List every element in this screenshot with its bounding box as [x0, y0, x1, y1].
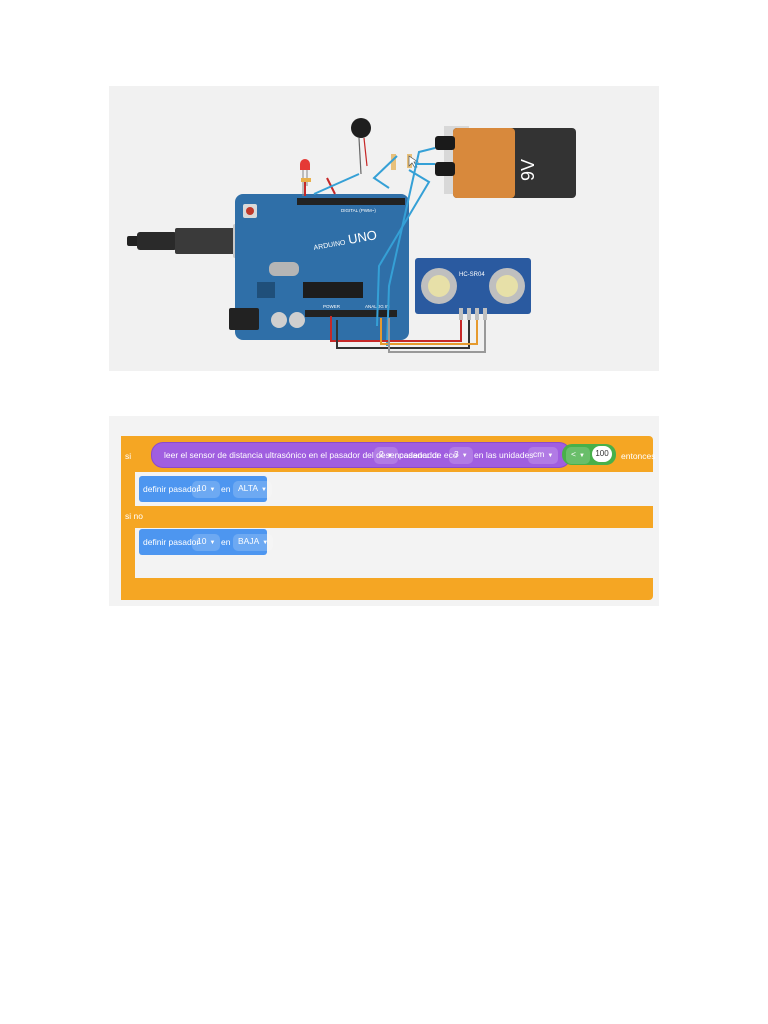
then-label: entonces [621, 451, 656, 461]
chevron-down-icon: ▼ [461, 453, 468, 459]
chevron-down-icon: ▼ [209, 540, 216, 546]
units-dropdown[interactable]: cm▼ [528, 447, 559, 464]
ultrasonic-sensor[interactable]: HC-SR04 [415, 258, 531, 320]
digital-header-text: DIGITAL (PWM~) [341, 208, 376, 213]
chevron-down-icon: ▼ [386, 453, 393, 459]
led[interactable] [300, 159, 311, 196]
board-model-text: UNO [347, 227, 378, 247]
trigger-pin-value: 2 [379, 449, 384, 459]
set2-value-dropdown[interactable]: BAJA▼ [233, 534, 274, 551]
circuit-canvas: ARDUINO UNO DIGITAL (PWM~) POWER ANALOG … [127, 118, 576, 353]
echo-pin-value: 3 [454, 449, 459, 459]
if-label: si [125, 451, 132, 461]
buzzer[interactable] [351, 118, 371, 175]
set1-on-label: en [221, 484, 231, 494]
power-header-text: POWER [323, 304, 341, 309]
compare-value-input[interactable]: 100 [592, 446, 612, 462]
set1-pin-value: 10 [197, 483, 207, 493]
sensor-read-text: leer el sensor de distancia ultrasónico … [164, 450, 440, 460]
set2-value: BAJA [238, 536, 260, 546]
else-bar [121, 506, 653, 528]
compare-block[interactable]: <▼ 100 [562, 444, 616, 465]
set2-label: definir pasador [143, 537, 200, 547]
set1-pin-dropdown[interactable]: 10▼ [192, 481, 221, 498]
set1-value: ALTA [238, 483, 258, 493]
chevron-down-icon: ▼ [262, 540, 269, 546]
set-pin-low-block[interactable]: definir pasador 10▼ en BAJA▼ [139, 529, 274, 555]
chevron-down-icon: ▼ [547, 453, 554, 459]
circuit-panel: ARDUINO UNO DIGITAL (PWM~) POWER ANALOG … [109, 86, 659, 371]
sensor-label: HC-SR04 [459, 272, 485, 278]
battery-label: 9V [518, 159, 538, 181]
compare-value: 100 [595, 449, 609, 458]
if-else-block[interactable]: si entonces si no leer el sensor de dist… [121, 436, 656, 600]
set1-value-dropdown[interactable]: ALTA▼ [233, 481, 272, 498]
echo-pin-dropdown[interactable]: 3▼ [449, 447, 473, 464]
compare-operator-dropdown[interactable]: <▼ [566, 447, 590, 464]
compare-operator-value: < [571, 449, 576, 459]
battery-9v[interactable]: 9V [435, 126, 576, 198]
chevron-down-icon: ▼ [261, 487, 267, 493]
units-label: en las unidades [474, 450, 534, 460]
ultrasonic-read-block[interactable]: leer el sensor de distancia ultrasónico … [151, 442, 571, 468]
arduino-board[interactable]: ARDUINO UNO DIGITAL (PWM~) POWER ANALOG … [229, 194, 409, 340]
units-value: cm [533, 449, 545, 459]
code-blocks-panel: si entonces si no leer el sensor de dist… [109, 416, 659, 606]
else-label: si no [125, 511, 143, 521]
set2-on-label: en [221, 537, 231, 547]
set2-pin-value: 10 [197, 536, 207, 546]
echo-pin-label: pasador de eco [399, 450, 458, 460]
set2-pin-dropdown[interactable]: 10▼ [192, 534, 221, 551]
wires [304, 147, 486, 353]
chevron-down-icon: ▼ [209, 487, 216, 493]
set-pin-high-block[interactable]: definir pasador 10▼ en ALTA▼ [139, 476, 272, 502]
set1-label: definir pasador [143, 484, 200, 494]
if-block-footer [121, 578, 653, 600]
chevron-down-icon: ▼ [578, 453, 585, 459]
trigger-pin-dropdown[interactable]: 2▼ [374, 447, 398, 464]
